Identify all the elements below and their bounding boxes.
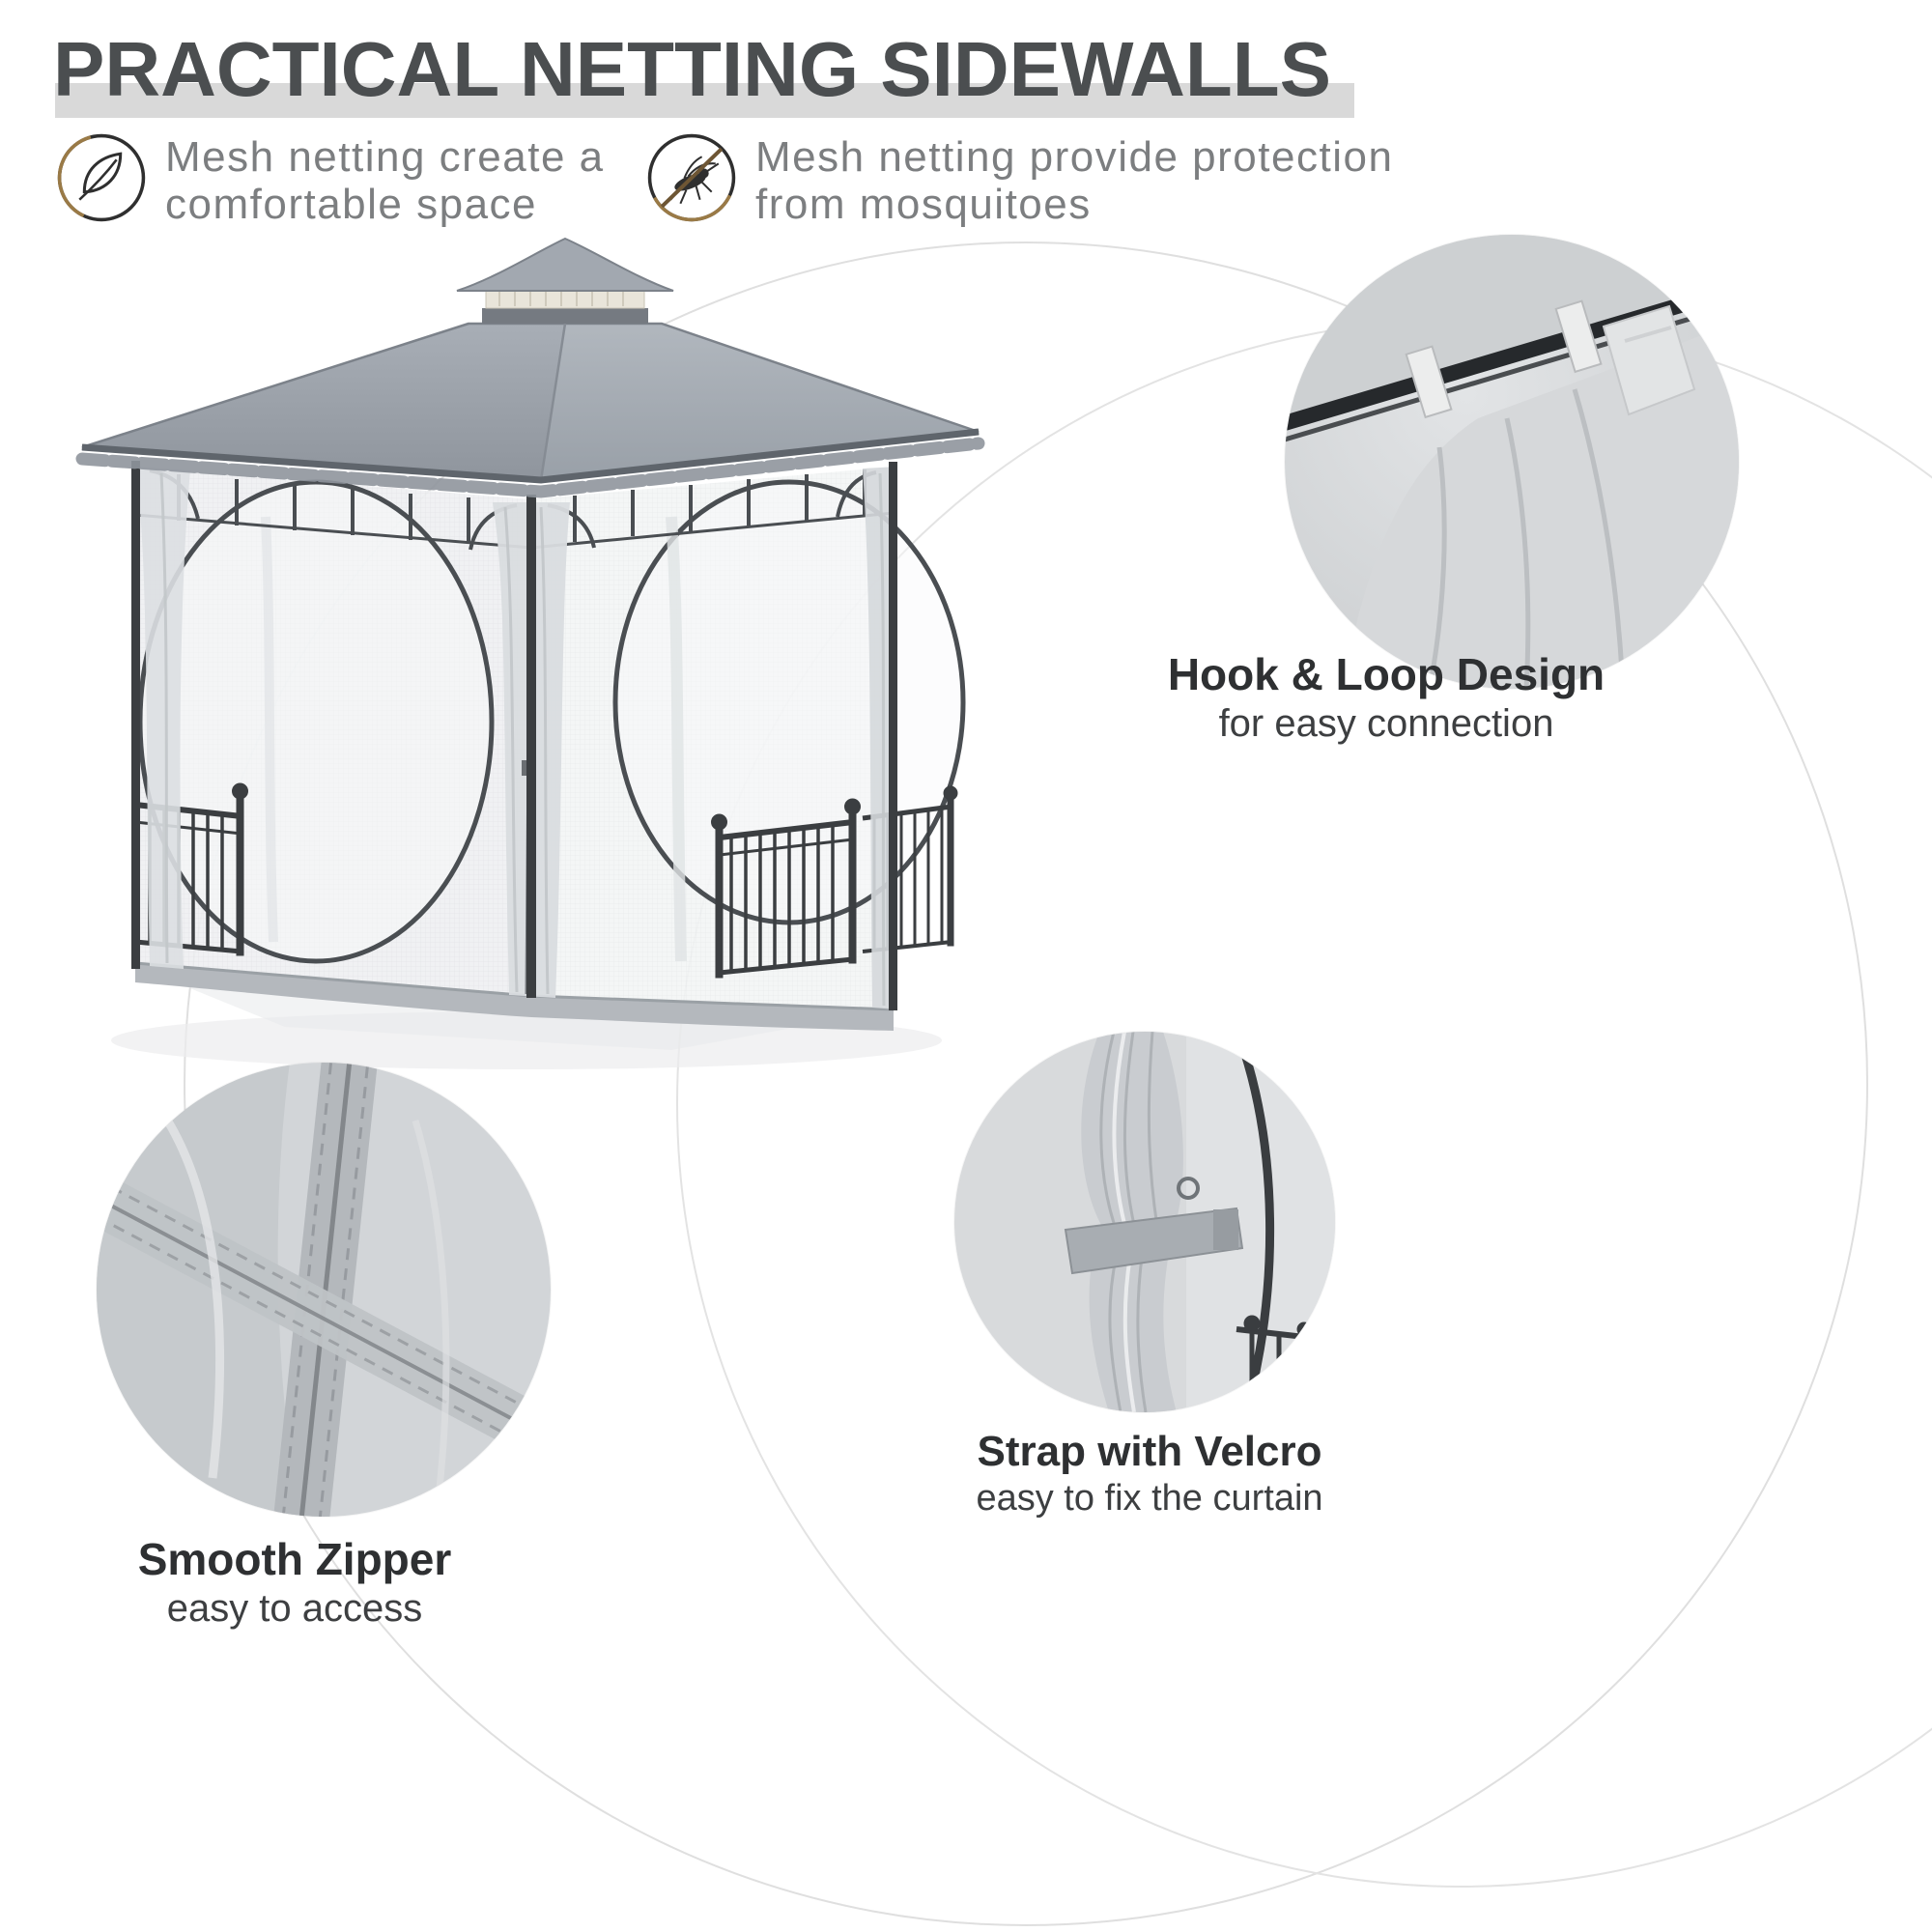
- hook-loop-photo: [1285, 235, 1739, 689]
- feature-comfort: Mesh netting create a comfortable space: [55, 131, 605, 229]
- strap-caption: Strap with Velcro easy to fix the curtai…: [903, 1428, 1396, 1520]
- title-highlight-bar: [55, 83, 1354, 118]
- gazebo-illustration: [75, 237, 985, 1069]
- callout-title: Smooth Zipper: [137, 1534, 452, 1584]
- callout-title: Hook & Loop Design: [1167, 649, 1605, 699]
- callout-subtitle: easy to access: [166, 1586, 423, 1630]
- feature-text-line: Mesh netting create a: [165, 133, 605, 181]
- feature-text-line: Mesh netting provide protection: [755, 133, 1394, 181]
- hook-loop-caption: Hook & Loop Design for easy connection: [1106, 649, 1666, 747]
- page-title: PRACTICAL NETTING SIDEWALLS: [53, 26, 1331, 112]
- strap-photo: [954, 1032, 1335, 1412]
- feature-text: Mesh netting provide protection from mos…: [755, 133, 1393, 229]
- feature-mosquito-protection: Mesh netting provide protection from mos…: [645, 131, 1393, 229]
- feature-text: Mesh netting create a comfortable space: [165, 133, 605, 229]
- zipper-caption: Smooth Zipper easy to access: [43, 1534, 546, 1632]
- callout-subtitle: easy to fix the curtain: [976, 1477, 1323, 1519]
- no-mosquito-icon: [647, 133, 736, 222]
- feature-text-line: from mosquitoes: [755, 181, 1092, 229]
- callout-title: Strap with Velcro: [977, 1428, 1322, 1475]
- zipper-photo: [97, 1063, 551, 1517]
- callout-subtitle: for easy connection: [1218, 701, 1554, 745]
- feature-text-line: comfortable space: [165, 181, 538, 229]
- leaf-icon: [57, 133, 146, 222]
